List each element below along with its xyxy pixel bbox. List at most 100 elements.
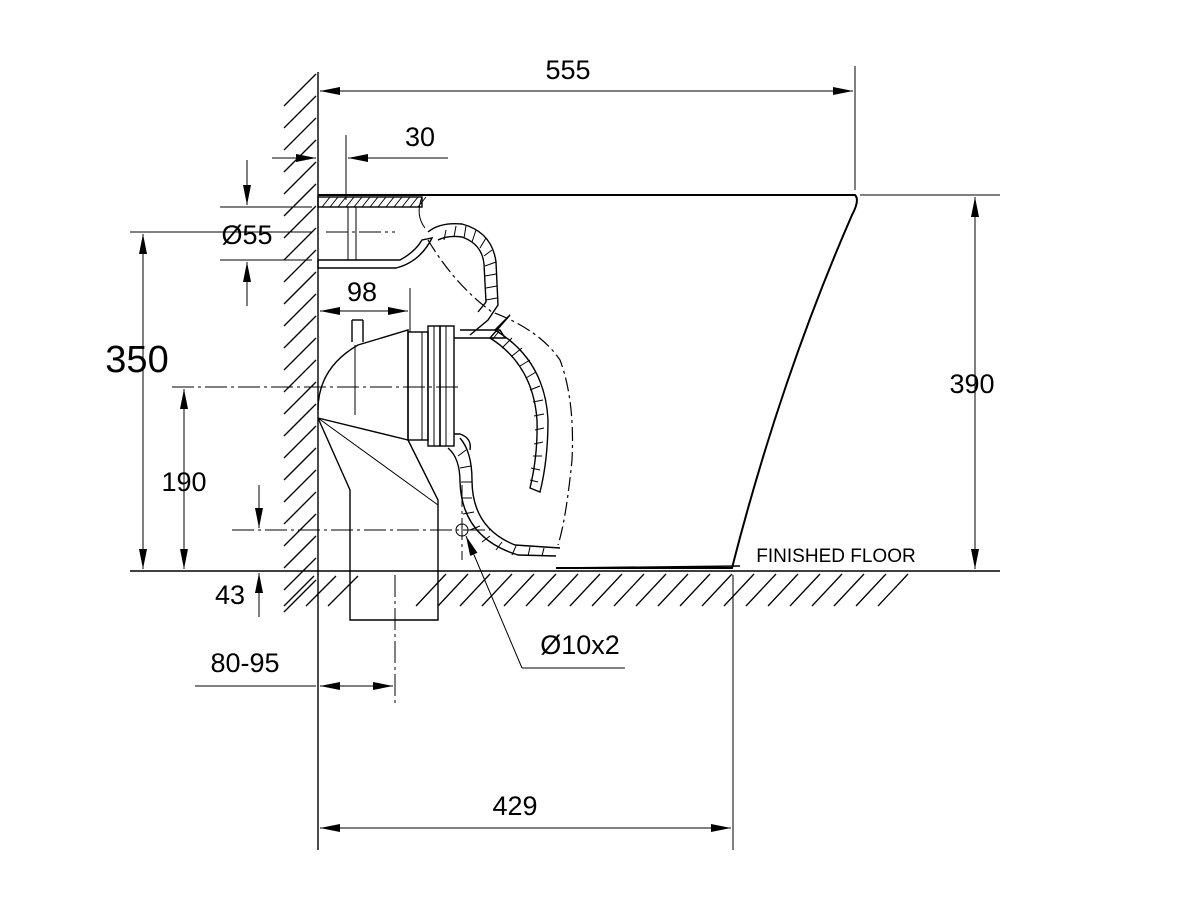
trap-hatch-line [481, 535, 491, 543]
connector-bend-line [317, 417, 439, 506]
dim-pan-height: 390 [860, 194, 1000, 569]
inlet-curve [418, 196, 426, 229]
wall-hatch-line [283, 469, 317, 503]
inlet-hatch-line [329, 196, 339, 208]
bowl-hatch-line [533, 441, 544, 445]
bowl-hatch-line [525, 371, 537, 379]
wall-hatch-line [283, 73, 317, 107]
bowl-hatch-line [532, 399, 544, 403]
bowl-hatch-line [529, 385, 541, 391]
rim-hatch-line [484, 261, 497, 267]
connector-elbow-top [317, 329, 409, 441]
bowl-hatch-line [533, 413, 545, 417]
bowl-hatch-line [530, 467, 541, 471]
wall-hatch-line [283, 337, 317, 371]
trap-hatch-line [457, 449, 467, 457]
floor-hatch-line [701, 573, 733, 607]
inlet-hatch-line [377, 196, 387, 208]
bowl-hatching [491, 329, 545, 483]
bowl-hatch-line [511, 347, 523, 357]
bowl-hatch-line [529, 479, 539, 483]
wall-hatch-line [283, 249, 317, 283]
trap-hatch-line [462, 511, 475, 515]
rim-hatch-line [463, 225, 467, 239]
floor-hatch-line [327, 575, 359, 607]
wall-hatch-line [283, 557, 317, 591]
wall-hatch-line [283, 315, 317, 349]
spigot-seal-2 [439, 325, 455, 447]
inlet-hatch-line [409, 196, 419, 208]
floor-hatch-line [745, 573, 777, 607]
wall-hatch-line [283, 95, 317, 129]
leader-arrow [465, 535, 523, 669]
floor-hatch-line [415, 573, 447, 607]
wall-hatch-line [283, 447, 317, 481]
floor-hatch-line [855, 573, 887, 607]
dim-label-30: 30 [405, 122, 435, 152]
floor-hatching [283, 573, 909, 607]
wall-hatch-line [283, 205, 317, 239]
inlet-hatch-line [337, 196, 347, 208]
toilet-pan-outline [317, 194, 858, 569]
floor-hatch-line [569, 573, 601, 607]
inlet-hatch-line [385, 196, 395, 208]
inlet-hatch-line [369, 196, 379, 208]
floor-hatch-line [877, 573, 909, 607]
inlet-pipe-bottom-wall [317, 237, 434, 269]
floor-hatch-line [437, 573, 469, 607]
floor-hatch-line [481, 573, 513, 607]
floor-hatch-line [811, 573, 843, 607]
floor-hatch-line [525, 573, 557, 607]
wall-hatch-line [283, 293, 317, 327]
wall-hatch-line [283, 425, 317, 459]
trap-hatching [457, 449, 545, 557]
floor-hatch-line [789, 573, 821, 607]
dim-label-98: 98 [347, 277, 377, 307]
wall-hatching [283, 73, 317, 613]
wall-section [283, 72, 319, 850]
trap-hatch-line [511, 545, 517, 556]
bowl-hatch-line [501, 337, 513, 349]
dim-fixing-height: 43 [215, 485, 263, 617]
inlet-hatch-line [401, 196, 411, 208]
rim-channel-outer [427, 222, 499, 336]
wall-hatch-line [283, 117, 317, 151]
trap-hatch-line [495, 541, 503, 551]
dim-inlet-diameter: Ø55 [220, 160, 312, 306]
rim-hatch-line [471, 229, 477, 243]
dim-label-diameter-55: Ø55 [221, 220, 272, 250]
dim-wall-offset: 30 [272, 122, 448, 200]
wall-hatch-line [283, 161, 317, 195]
dim-overall-depth: 555 [320, 55, 856, 190]
rim-hatch-line [443, 229, 447, 241]
dim-label-190: 190 [161, 467, 206, 497]
rim-hatch-line [485, 297, 498, 301]
dim-outlet-projection: 98 [320, 277, 411, 332]
pan-base-line [555, 565, 741, 569]
floor-hatch-line [305, 575, 337, 607]
inlet-hatch-line [393, 196, 403, 208]
floor-hatch-line [503, 573, 535, 607]
floor-hatch-line [767, 573, 799, 607]
rim-hatch-line [484, 273, 497, 277]
trap-hatch-line [541, 547, 545, 557]
bowl-hatch-line [534, 427, 545, 431]
dim-label-555: 555 [545, 55, 590, 85]
floor-hatch-line [459, 573, 491, 607]
spigot-flange [407, 331, 429, 441]
floor-hatch-line [591, 573, 623, 607]
floor-hatch-line [547, 573, 579, 607]
trapway-inner [447, 447, 557, 557]
trapway-outer [459, 437, 561, 549]
dim-setout-range: 80-95 [195, 648, 393, 690]
inlet-hatch-line [353, 196, 363, 208]
finished-floor-label: FINISHED FLOOR [756, 546, 915, 567]
rim-hatch-line [453, 225, 457, 238]
wall-hatch-line [283, 579, 317, 613]
trap-hatch-line [527, 546, 531, 557]
outlet-bottom-wall [454, 433, 471, 451]
callout-fixing: Ø10x2 [465, 535, 625, 669]
inlet-hatch-line [345, 196, 355, 208]
